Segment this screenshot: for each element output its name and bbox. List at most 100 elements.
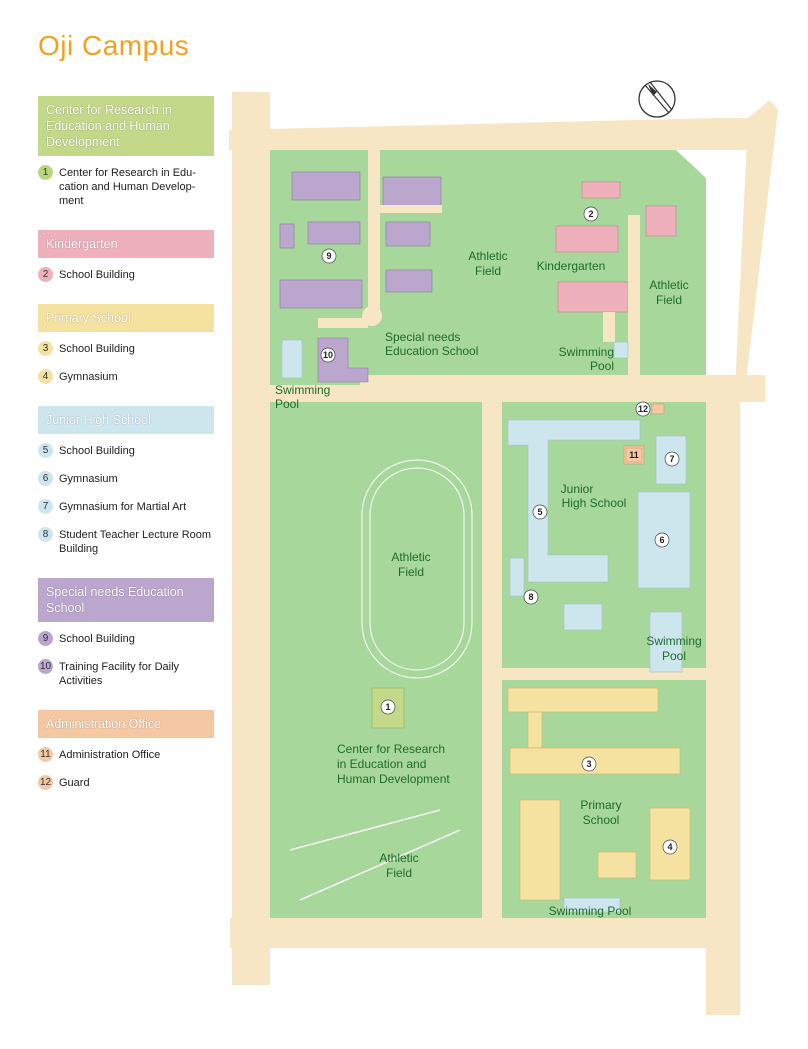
svg-text:5: 5 <box>537 507 542 517</box>
marker-icon: 2 <box>38 267 53 282</box>
svg-text:2: 2 <box>588 209 593 219</box>
legend-item-label: Student Teacher Lecture Room Building <box>59 529 212 555</box>
legend-item-label: Center for Research in Edu-cation and Hu… <box>59 167 196 207</box>
marker-9: 9 <box>321 248 337 264</box>
page-title: Oji Campus <box>38 30 190 61</box>
marker-4: 4 <box>662 839 678 855</box>
legend-item-label: School Building <box>59 343 135 355</box>
label-junior-high: Junior <box>561 482 594 496</box>
marker-icon: 9 <box>38 631 53 646</box>
svg-text:1: 1 <box>385 702 390 712</box>
marker-7: 7 <box>664 451 680 467</box>
map-labels: Athletic Field Kindergarten Athletic Fie… <box>275 249 702 918</box>
building-markers: 1 2 3 4 5 6 7 8 9 10 11 12 <box>320 206 680 855</box>
legend-heading-primary-school: Primary School <box>38 304 214 332</box>
label-swimming-pool-3-2: Pool <box>662 649 686 663</box>
marker-icon: 5 <box>38 443 53 458</box>
label-athletic-field-1-2: Field <box>475 264 501 278</box>
swimming-pools <box>281 339 683 913</box>
legend-item-label: Administration Office <box>59 749 161 761</box>
marker-5: 5 <box>532 504 548 520</box>
roads <box>229 92 778 1015</box>
label-athletic-field-3: Athletic <box>391 550 430 564</box>
legend-panel: Center for Research in Education and Hum… <box>38 96 214 804</box>
svg-text:9: 9 <box>326 251 331 261</box>
label-athletic-field-1: Athletic <box>468 249 507 263</box>
legend-item-label: Guard <box>59 777 90 789</box>
label-swimming-pool-2-2: Pool <box>590 359 614 373</box>
legend-item-label: School Building <box>59 269 135 281</box>
label-kindergarten: Kindergarten <box>537 259 606 273</box>
marker-8: 8 <box>523 589 539 605</box>
legend-item-7: 7 Gymnasium for Martial Art <box>38 499 214 514</box>
legend-item-label: School Building <box>59 445 135 457</box>
marker-icon: 12 <box>38 775 53 790</box>
kindergarten-buildings <box>555 181 677 313</box>
primary-school-buildings <box>507 687 691 901</box>
marker-icon: 1 <box>38 165 53 180</box>
marker-icon: 8 <box>38 527 53 542</box>
tracks <box>289 459 473 901</box>
guard-building <box>651 403 665 415</box>
svg-text:8: 8 <box>528 592 533 602</box>
marker-icon: 7 <box>38 499 53 514</box>
marker-6: 6 <box>654 532 670 548</box>
label-special-needs: Special needs <box>385 330 460 344</box>
marker-11: 11 <box>625 447 643 463</box>
legend-item-4: 4 Gymnasium <box>38 369 214 384</box>
label-athletic-field-2-2: Field <box>656 293 682 307</box>
marker-10: 10 <box>320 347 336 363</box>
label-swimming-pool-4: Swimming Pool <box>549 904 632 918</box>
legend-heading-junior-high: Junior High School <box>38 406 214 434</box>
marker-3: 3 <box>581 756 597 772</box>
marker-1: 1 <box>380 699 396 715</box>
svg-text:12: 12 <box>638 404 648 414</box>
north-arrow-icon <box>638 80 676 118</box>
label-athletic-field-4-2: Field <box>386 866 412 880</box>
kindergarten-paths <box>603 215 640 375</box>
label-center-research-3: Human Development <box>337 772 450 786</box>
svg-text:10: 10 <box>323 350 333 360</box>
label-center-research-2: in Education and <box>337 757 426 771</box>
legend-item-label: Training Facility for Daily Activities <box>59 661 180 687</box>
legend-item-label: Gymnasium <box>59 473 118 485</box>
legend-item-label: School Building <box>59 633 135 645</box>
marker-2: 2 <box>583 206 599 222</box>
svg-text:11: 11 <box>629 450 639 460</box>
marker-icon: 10 <box>38 659 53 674</box>
junior-high-buildings <box>507 419 691 631</box>
legend-item-label: Gymnasium <box>59 371 118 383</box>
marker-icon: 3 <box>38 341 53 356</box>
label-athletic-field-3-2: Field <box>398 565 424 579</box>
legend-item-5: 5 School Building <box>38 443 214 458</box>
marker-icon: 4 <box>38 369 53 384</box>
legend-item-2: 2 School Building <box>38 267 214 282</box>
label-swimming-pool-2: Swimming <box>559 345 614 359</box>
label-primary-school: Primary <box>580 798 621 812</box>
legend-item-12: 12 Guard <box>38 775 214 790</box>
marker-icon: 6 <box>38 471 53 486</box>
legend-item-3: 3 School Building <box>38 341 214 356</box>
legend-heading-administration: Administration Office <box>38 710 214 738</box>
label-center-research: Center for Research <box>337 742 445 756</box>
svg-text:3: 3 <box>586 759 591 769</box>
legend-heading-center-research: Center for Research in Education and Hum… <box>38 96 214 156</box>
label-athletic-field-4: Athletic <box>379 851 418 865</box>
legend-item-8: 8 Student Teacher Lecture Room Building <box>38 527 214 556</box>
legend-heading-special-needs: Special needs Education School <box>38 578 214 622</box>
svg-text:7: 7 <box>669 454 674 464</box>
legend-item-label: Gymnasium for Martial Art <box>59 501 187 513</box>
legend-heading-kindergarten: Kindergarten <box>38 230 214 258</box>
label-junior-high-2: High School <box>562 496 627 510</box>
label-swimming-pool-3: Swimming <box>646 634 701 648</box>
label-athletic-field-2: Athletic <box>649 278 688 292</box>
label-swimming-pool-1: Swimming <box>275 383 330 397</box>
marker-12: 12 <box>635 401 651 417</box>
legend-item-6: 6 Gymnasium <box>38 471 214 486</box>
svg-text:6: 6 <box>659 535 664 545</box>
legend-item-10: 10 Training Facility for Daily Activitie… <box>38 659 214 688</box>
special-needs-paths <box>318 150 442 328</box>
label-primary-school-2: School <box>583 813 620 827</box>
label-swimming-pool-1-2: Pool <box>275 397 299 411</box>
legend-item-11: 11 Administration Office <box>38 747 214 762</box>
